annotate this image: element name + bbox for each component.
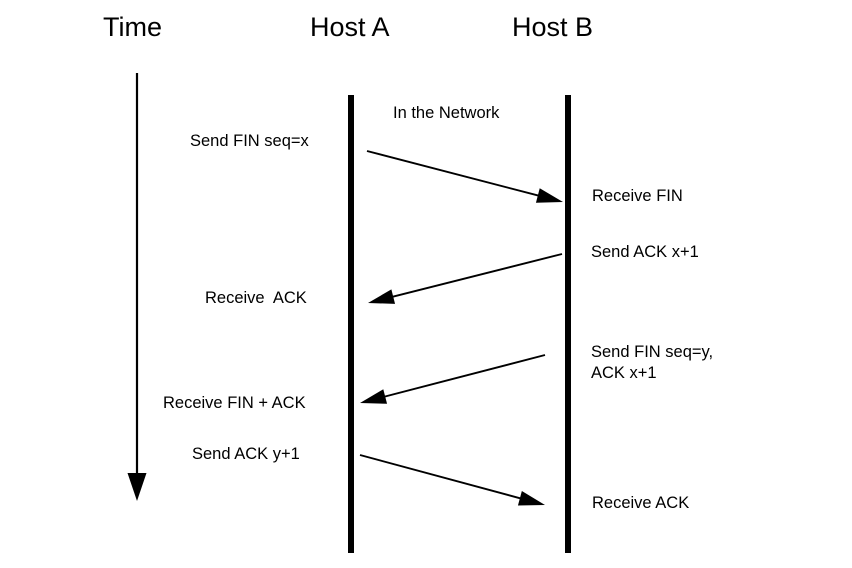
message-label-receive-fin-plus-ack: Receive FIN + ACK: [163, 394, 306, 412]
message-arrows: [359, 150, 563, 506]
host-a-lifeline: [348, 95, 354, 553]
msg-4-ack-line: [359, 454, 526, 501]
msg-2-ack-arrowhead: [368, 289, 396, 304]
column-header-time: Time: [103, 12, 162, 42]
message-label-receive-fin: Receive FIN: [592, 187, 683, 205]
msg-1-fin-line: [366, 150, 544, 198]
msg-2-ack-line: [387, 253, 563, 300]
msg-1-fin-arrowhead: [535, 188, 563, 203]
host-b-lifeline: [565, 95, 571, 553]
message-label-send-fin-seq-y-ack-x1: Send FIN seq=y, ACK x+1: [591, 343, 714, 382]
time-axis-arrow: [127, 73, 147, 501]
message-label-send-fin-seq-x: Send FIN seq=x: [190, 132, 309, 150]
column-header-host-a: Host A: [310, 12, 390, 42]
message-label-receive-ack-first: Receive ACK: [205, 289, 307, 307]
time-axis-arrowhead: [127, 473, 147, 501]
message-label-send-ack-y1: Send ACK y+1: [192, 445, 300, 463]
msg-3-fin-ack-line: [379, 354, 546, 399]
msg-4-ack-arrowhead: [517, 490, 545, 506]
column-header-host-b: Host B: [512, 12, 594, 42]
message-label-receive-ack-second: Receive ACK: [592, 494, 690, 512]
msg-3-fin-ack-arrowhead: [360, 389, 388, 404]
in-the-network-label: In the Network: [393, 104, 500, 122]
message-label-send-ack-x1: Send ACK x+1: [591, 243, 699, 261]
